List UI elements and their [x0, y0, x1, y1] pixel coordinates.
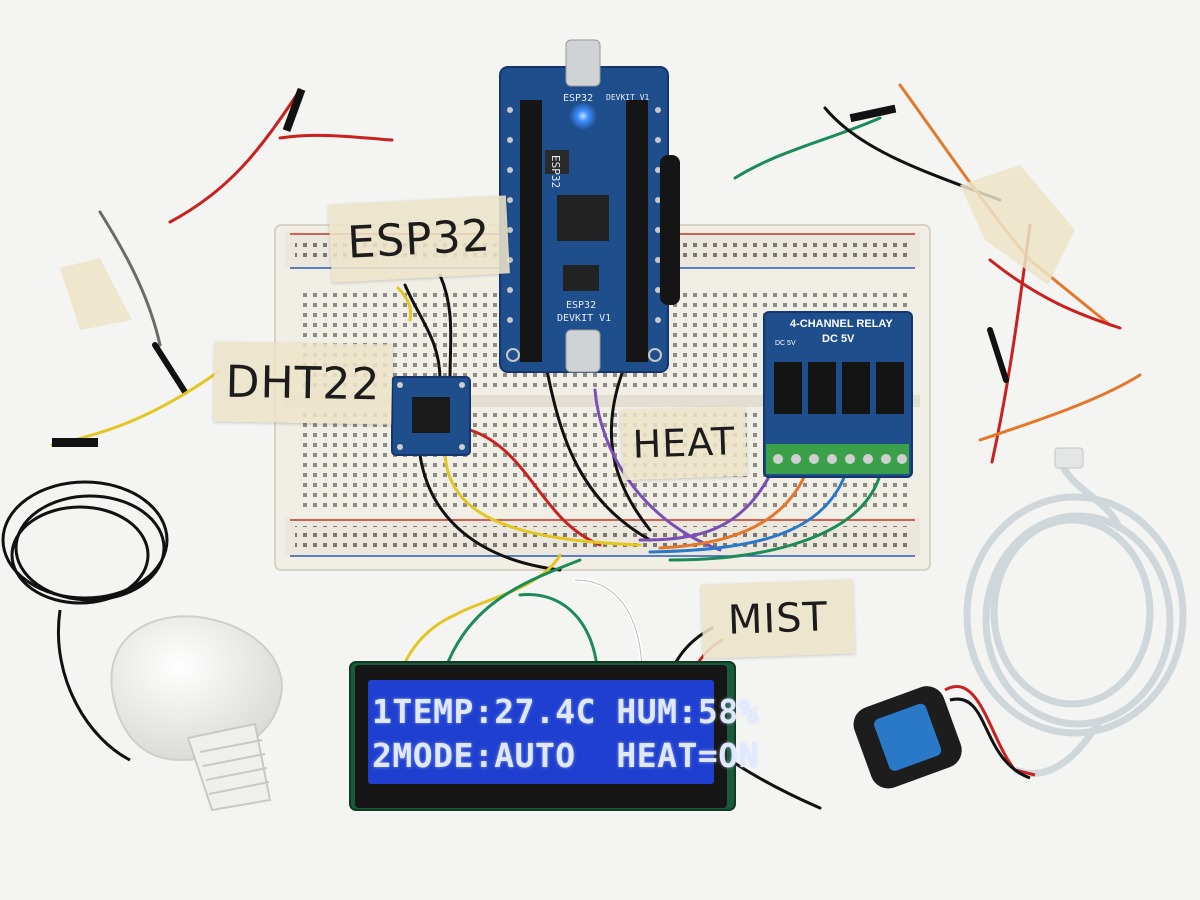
esp32-devkit-board [499, 39, 680, 373]
esp32-chip-silkscreen: ESP32 [549, 155, 562, 189]
heat-tape-label: HEAT [620, 405, 748, 481]
esp32-top-silkscreen-right: DEVKIT V1 [606, 93, 650, 102]
lcd-row-1: 1TEMP:27.4C HUM:58% [372, 692, 759, 731]
tube-connector [1054, 447, 1084, 469]
tape-scrap [960, 165, 1075, 285]
mist-tape-label: MIST [700, 579, 856, 659]
tape-scrap [60, 258, 132, 330]
esp32-bottom-silkscreen: ESP32 [566, 300, 597, 311]
black-cable-coil [1, 480, 169, 762]
power-led [569, 102, 597, 130]
dht22-sensor-module [391, 376, 471, 456]
relay-voltage: DC 5V [822, 333, 855, 345]
lcd-row-2: 2MODE:AUTO HEAT=ON [372, 736, 759, 775]
esp32-top-silkscreen: ESP32 [563, 93, 594, 104]
lcd-screen [368, 680, 714, 784]
relay-corner-label: DC 5V [775, 340, 796, 347]
clear-tubing-coil [963, 458, 1187, 777]
esp32-tape-label: ESP32 [328, 195, 510, 283]
esp32-chip [557, 195, 609, 241]
four-channel-relay-module [763, 311, 913, 478]
antenna [660, 155, 680, 305]
esp32-bottom-silkscreen-2: DEVKIT V1 [557, 313, 612, 324]
dht22-tape-label: DHT22 [213, 341, 393, 425]
ceramic-heat-emitter [110, 615, 283, 812]
mist-pump [853, 685, 1036, 789]
usb-c-port [565, 329, 601, 373]
lcd-display-module [349, 661, 736, 811]
usb-c-port [565, 39, 601, 87]
relay-title: 4-CHANNEL RELAY [790, 318, 893, 330]
